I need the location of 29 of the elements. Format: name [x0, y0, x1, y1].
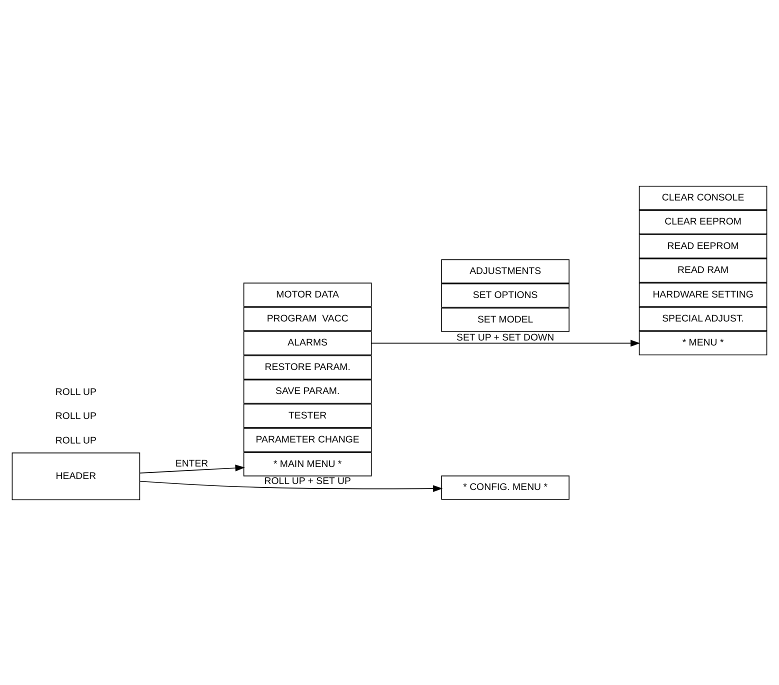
node-box: READ RAM [638, 258, 768, 282]
node-box: HEADER [12, 452, 140, 500]
node-box: ADJUSTMENTS [441, 258, 570, 283]
edge-label: ENTER [175, 458, 208, 469]
node-box: HARDWARE SETTING [638, 282, 768, 306]
node-box: * CONFIG. MENU * [441, 475, 570, 500]
node-box: ALARMS [243, 330, 372, 355]
node-box: PARAMETER CHANGE [243, 427, 372, 452]
node-box: SPECIAL ADJUST. [638, 306, 768, 331]
node-box: SAVE PARAM. [243, 379, 372, 404]
edge-label: SET UP + SET DOWN [456, 332, 554, 343]
label: ROLL UP [55, 386, 96, 398]
label: ROLL UP [55, 410, 96, 422]
node-box: SET MODEL [441, 307, 570, 332]
node-box: READ EEPROM [638, 234, 768, 258]
node-box: * MAIN MENU * [243, 452, 372, 476]
arrow [140, 464, 245, 473]
arrow [139, 480, 443, 492]
arrow [371, 339, 640, 346]
edge-label: ROLL UP + SET UP [264, 476, 351, 487]
node-box: RESTORE PARAM. [243, 354, 372, 380]
node-box: CLEAR EEPROM [638, 210, 768, 234]
label: ROLL UP [55, 434, 96, 446]
node-box: CLEAR CONSOLE [638, 185, 768, 210]
node-box: TESTER [243, 403, 372, 428]
node-box: MOTOR DATA [243, 282, 372, 306]
node-box: PROGRAM VACC [243, 306, 372, 331]
node-box: * MENU * [638, 330, 768, 355]
node-box: SET OPTIONS [441, 282, 570, 308]
